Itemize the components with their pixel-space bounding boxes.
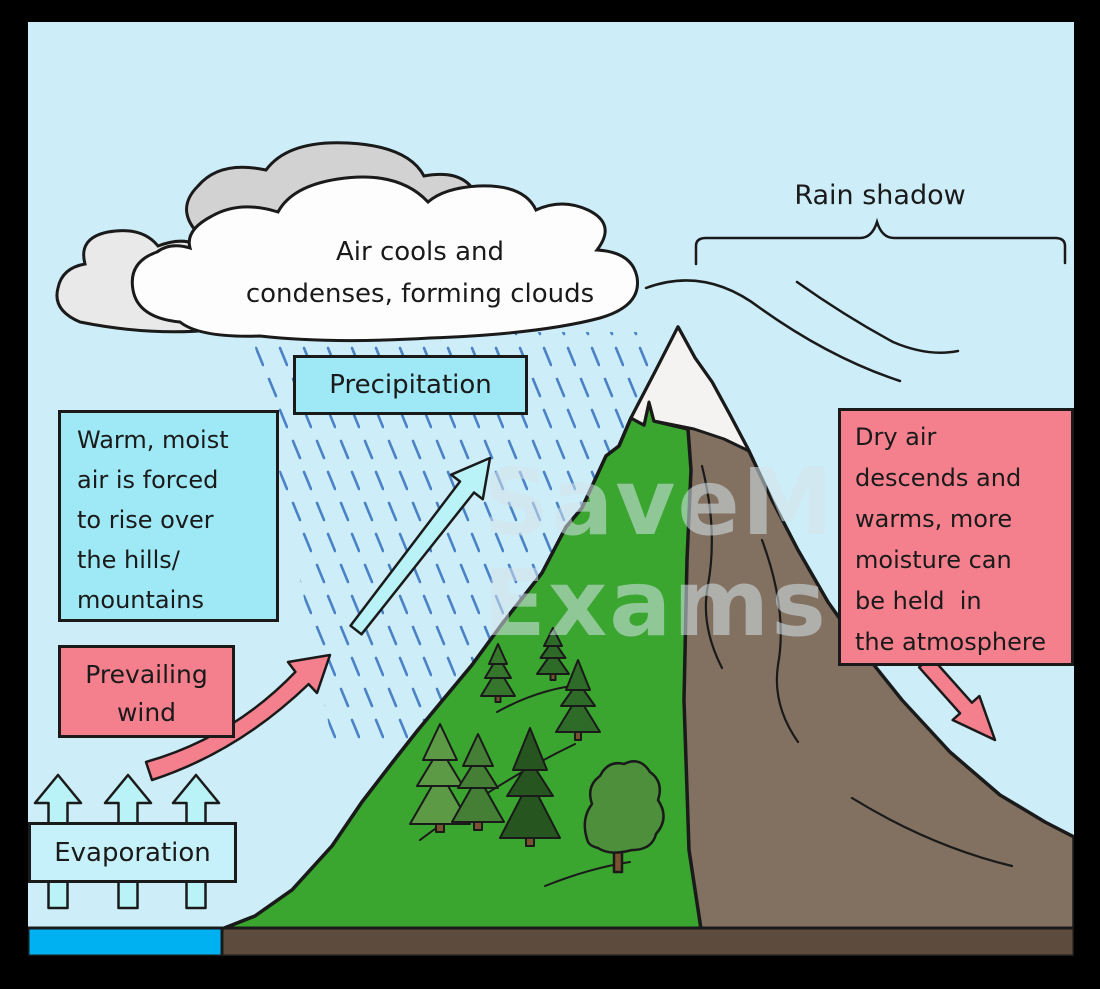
prevailing-wind-box: Prevailing wind [58, 645, 235, 738]
mountain-windward-slope [220, 400, 703, 931]
conifer-tree [536, 627, 570, 681]
rising-air-arrow [349, 456, 492, 636]
ground-strip [220, 926, 1074, 956]
wind-swoosh-line [795, 280, 960, 354]
evaporation-box: Evaporation [28, 822, 237, 883]
conifer-tree [555, 659, 601, 741]
broadleaf-tree [583, 760, 665, 874]
cloud-label: Air cools and condenses, forming clouds [245, 237, 595, 309]
conifer-tree [480, 643, 516, 703]
evaporation-label: Evaporation [54, 837, 211, 868]
snow-cap [629, 325, 751, 453]
dry-air-label: Dry air descends and warms, more moistur… [855, 423, 1047, 656]
conifer-trees [409, 627, 601, 847]
scene-art [28, 141, 1074, 956]
conifer-tree [451, 733, 505, 831]
prevailing-wind-label: Prevailing wind [85, 660, 208, 727]
warm-moist-air-box: Warm, moist air is forced to rise over t… [58, 410, 279, 622]
rain-shadow-label: Rain shadow [794, 180, 966, 211]
wind-swoosh-line [644, 279, 902, 383]
cloud-front [130, 175, 640, 343]
conifer-tree [499, 727, 561, 847]
water-strip [28, 926, 224, 956]
precipitation-box: Precipitation [293, 355, 528, 415]
conifer-tree [409, 723, 471, 833]
descending-air-arrow [917, 655, 997, 742]
prevailing-wind-arrow [144, 653, 332, 782]
dry-air-box: Dry air descends and warms, more moistur… [838, 408, 1074, 666]
ridge-lines [700, 464, 1014, 868]
precipitation-label: Precipitation [329, 370, 492, 400]
warm-moist-air-label: Warm, moist air is forced to rise over t… [77, 426, 229, 614]
wind-swoosh-lines [644, 279, 960, 383]
rain-shadow-brace [694, 217, 1067, 266]
